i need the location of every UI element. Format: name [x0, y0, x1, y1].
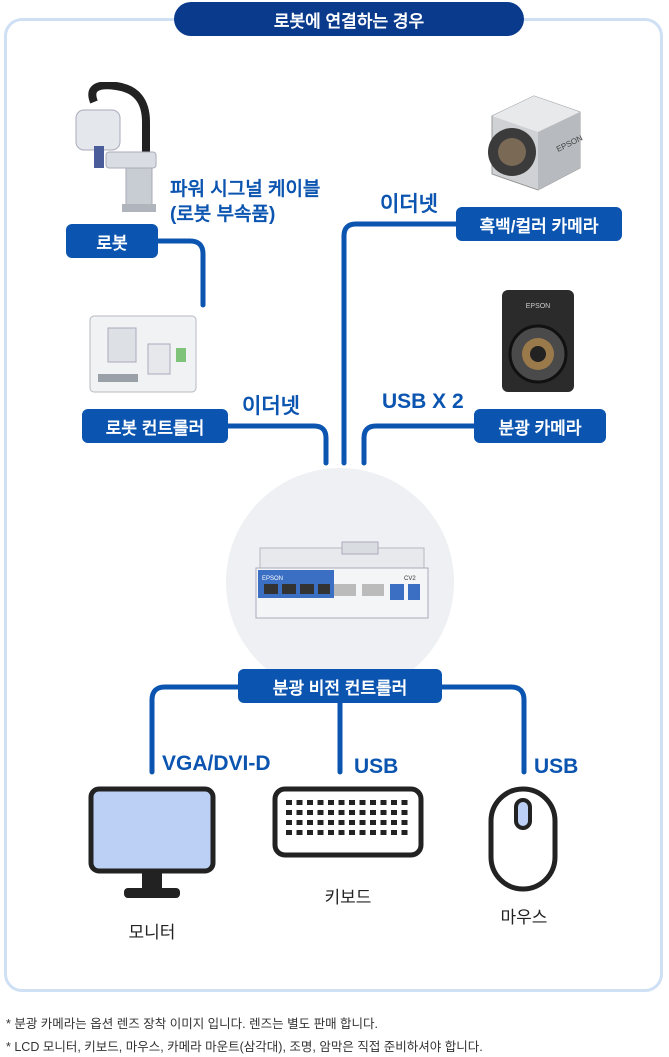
mono-color-camera-image: EPSON: [488, 95, 584, 191]
robot-label: 로봇: [66, 224, 158, 258]
keyboard-key: [286, 820, 292, 825]
mouse-icon: [488, 786, 558, 892]
keyboard-key: [328, 820, 334, 825]
robot-image: [75, 82, 157, 212]
keyboard-key: [359, 830, 366, 835]
spectral-brand: EPSON: [526, 303, 551, 310]
vision-controller-image: EPSON CV2: [255, 541, 429, 619]
keyboard-key: [307, 830, 313, 835]
keyboard-key: [307, 800, 313, 805]
spectral-camera-label: 분광 카메라: [474, 409, 606, 443]
usb-keyboard-label: USB: [354, 755, 399, 778]
keyboard-key: [401, 800, 408, 805]
keyboard-icon: [272, 786, 424, 858]
keyboard-key: [307, 810, 313, 815]
keyboard-key: [380, 830, 387, 835]
keyboard-key: [317, 830, 324, 835]
keyboard-key: [328, 830, 334, 835]
robot-controller-label: 로봇 컨트롤러: [82, 409, 228, 443]
keyboard-key: [370, 800, 376, 805]
usb-mouse-label: USB: [534, 755, 579, 778]
controller-brand: EPSON: [262, 576, 283, 582]
spectral-camera-image: EPSON: [502, 290, 574, 392]
power-cable-label-1: 파워 시그널 케이블: [170, 179, 321, 200]
mouse-label: 마우스: [500, 908, 548, 927]
ethernet-label-camera: 이더넷: [380, 193, 438, 216]
keyboard-key: [349, 830, 355, 835]
keyboard-key: [307, 820, 313, 825]
monitor-icon: [88, 786, 216, 898]
keyboard-key: [317, 800, 324, 805]
keyboard-key: [380, 810, 387, 815]
keyboard-key: [380, 800, 387, 805]
monitor-label: 모니터: [128, 923, 176, 942]
keyboard-key: [317, 820, 324, 825]
footnote-2: * LCD 모니터, 키보드, 마우스, 카메라 마운트(삼각대), 조명, 암…: [6, 1040, 483, 1054]
keyboard-key: [338, 830, 345, 835]
keyboard-key: [391, 810, 397, 815]
keyboard-key: [296, 820, 303, 825]
keyboard-key: [317, 810, 324, 815]
keyboard-key: [349, 800, 355, 805]
usb-x2-label: USB X 2: [382, 390, 464, 413]
keyboard-key: [380, 820, 387, 825]
diagram-title: 로봇에 연결하는 경우: [174, 2, 524, 36]
keyboard-key: [286, 800, 292, 805]
keyboard-key: [370, 830, 376, 835]
keyboard-key: [359, 820, 366, 825]
robot-controller-image: [89, 315, 197, 393]
line-mouse: [437, 684, 527, 775]
keyboard-label: 키보드: [324, 888, 372, 907]
keyboard-key: [401, 820, 408, 825]
line-spectral-usb: [361, 423, 477, 466]
keyboard-key: [391, 820, 397, 825]
keyboard-key: [286, 810, 292, 815]
keyboard-key: [401, 830, 408, 835]
keyboard-key: [370, 810, 376, 815]
mono-color-camera-label: 흑백/컬러 카메라: [456, 207, 622, 241]
power-cable-label-2: (로봇 부속품): [170, 204, 276, 225]
keyboard-key: [328, 810, 334, 815]
line-controller-ethernet: [225, 423, 329, 466]
keyboard-key: [286, 830, 292, 835]
keyboard-key: [296, 830, 303, 835]
line-camera-ethernet: [341, 221, 459, 466]
keyboard-key: [338, 820, 345, 825]
keyboard-key: [359, 810, 366, 815]
keyboard-key: [391, 830, 397, 835]
keyboard-key: [370, 820, 376, 825]
keyboard-key: [349, 810, 355, 815]
keyboard-key: [401, 810, 408, 815]
vga-dvi-label: VGA/DVI-D: [162, 752, 271, 775]
keyboard-key: [296, 800, 303, 805]
keyboard-key: [338, 810, 345, 815]
controller-model: CV2: [404, 576, 416, 582]
vision-controller-label: 분광 비전 컨트롤러: [238, 669, 442, 703]
keyboard-key: [359, 800, 366, 805]
ethernet-label-controller: 이더넷: [242, 395, 300, 418]
keyboard-key: [338, 800, 345, 805]
keyboard-key: [349, 820, 355, 825]
keyboard-key: [328, 800, 334, 805]
keyboard-key: [296, 810, 303, 815]
keyboard-key: [391, 800, 397, 805]
line-robot-power: [155, 238, 206, 308]
footnote-1: * 분광 카메라는 옵션 렌즈 장착 이미지 입니다. 렌즈는 별도 판매 합니…: [6, 1017, 379, 1031]
line-monitor: [149, 684, 241, 775]
